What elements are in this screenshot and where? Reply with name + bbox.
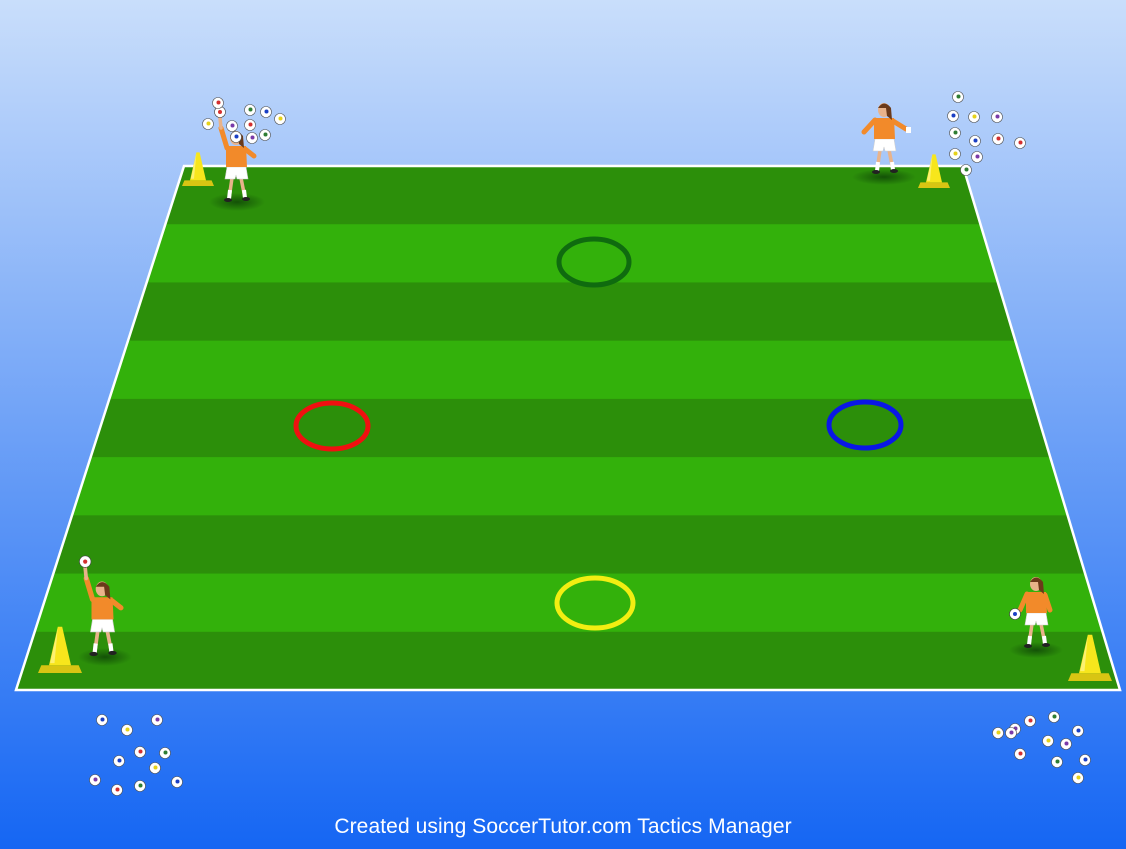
ball [1043,736,1054,747]
ball [1073,726,1084,737]
pitch-stripe [0,457,1126,516]
ball [961,165,972,176]
player-shadow [78,648,132,666]
ball [950,128,961,139]
ball [245,105,256,116]
pitch-stripe [0,399,1126,458]
ball [122,725,133,736]
ball [972,152,983,163]
ball [1025,716,1036,727]
ball [160,748,171,759]
ball [260,130,271,141]
pitch-stripe [0,515,1126,574]
ball [1052,757,1063,768]
ball [1015,749,1026,760]
pitch-stripe [0,632,1126,691]
ball [1015,138,1026,149]
ball [1080,755,1091,766]
player-shadow [852,169,916,185]
ball [948,111,959,122]
ball [172,777,183,788]
pitch-stripe [0,341,1126,400]
ball [275,114,286,125]
player-shadow [209,193,265,211]
ball [993,728,1004,739]
pitch-stripe [0,282,1126,341]
ball [150,763,161,774]
ball [970,136,981,147]
ball [1049,712,1060,723]
ball [227,121,238,132]
ball [261,107,272,118]
ball [114,756,125,767]
ball [135,747,146,758]
ball [1073,773,1084,784]
ball [245,120,256,131]
ball [152,715,163,726]
ball [90,775,101,786]
ball [203,119,214,130]
ball [231,132,242,143]
ball [213,98,224,109]
ball [1061,739,1072,750]
ball [1006,728,1017,739]
ball [950,149,961,160]
pitch [0,166,1126,691]
ball [953,92,964,103]
ball [97,715,108,726]
ball [992,112,1003,123]
ball [112,785,123,796]
ball [993,134,1004,145]
footer-credit: Created using SoccerTutor.com Tactics Ma… [0,815,1126,839]
ball [135,781,146,792]
player-shadow [1009,642,1063,658]
ball [969,112,980,123]
ball [247,133,258,144]
pitch-stripe [0,574,1126,633]
